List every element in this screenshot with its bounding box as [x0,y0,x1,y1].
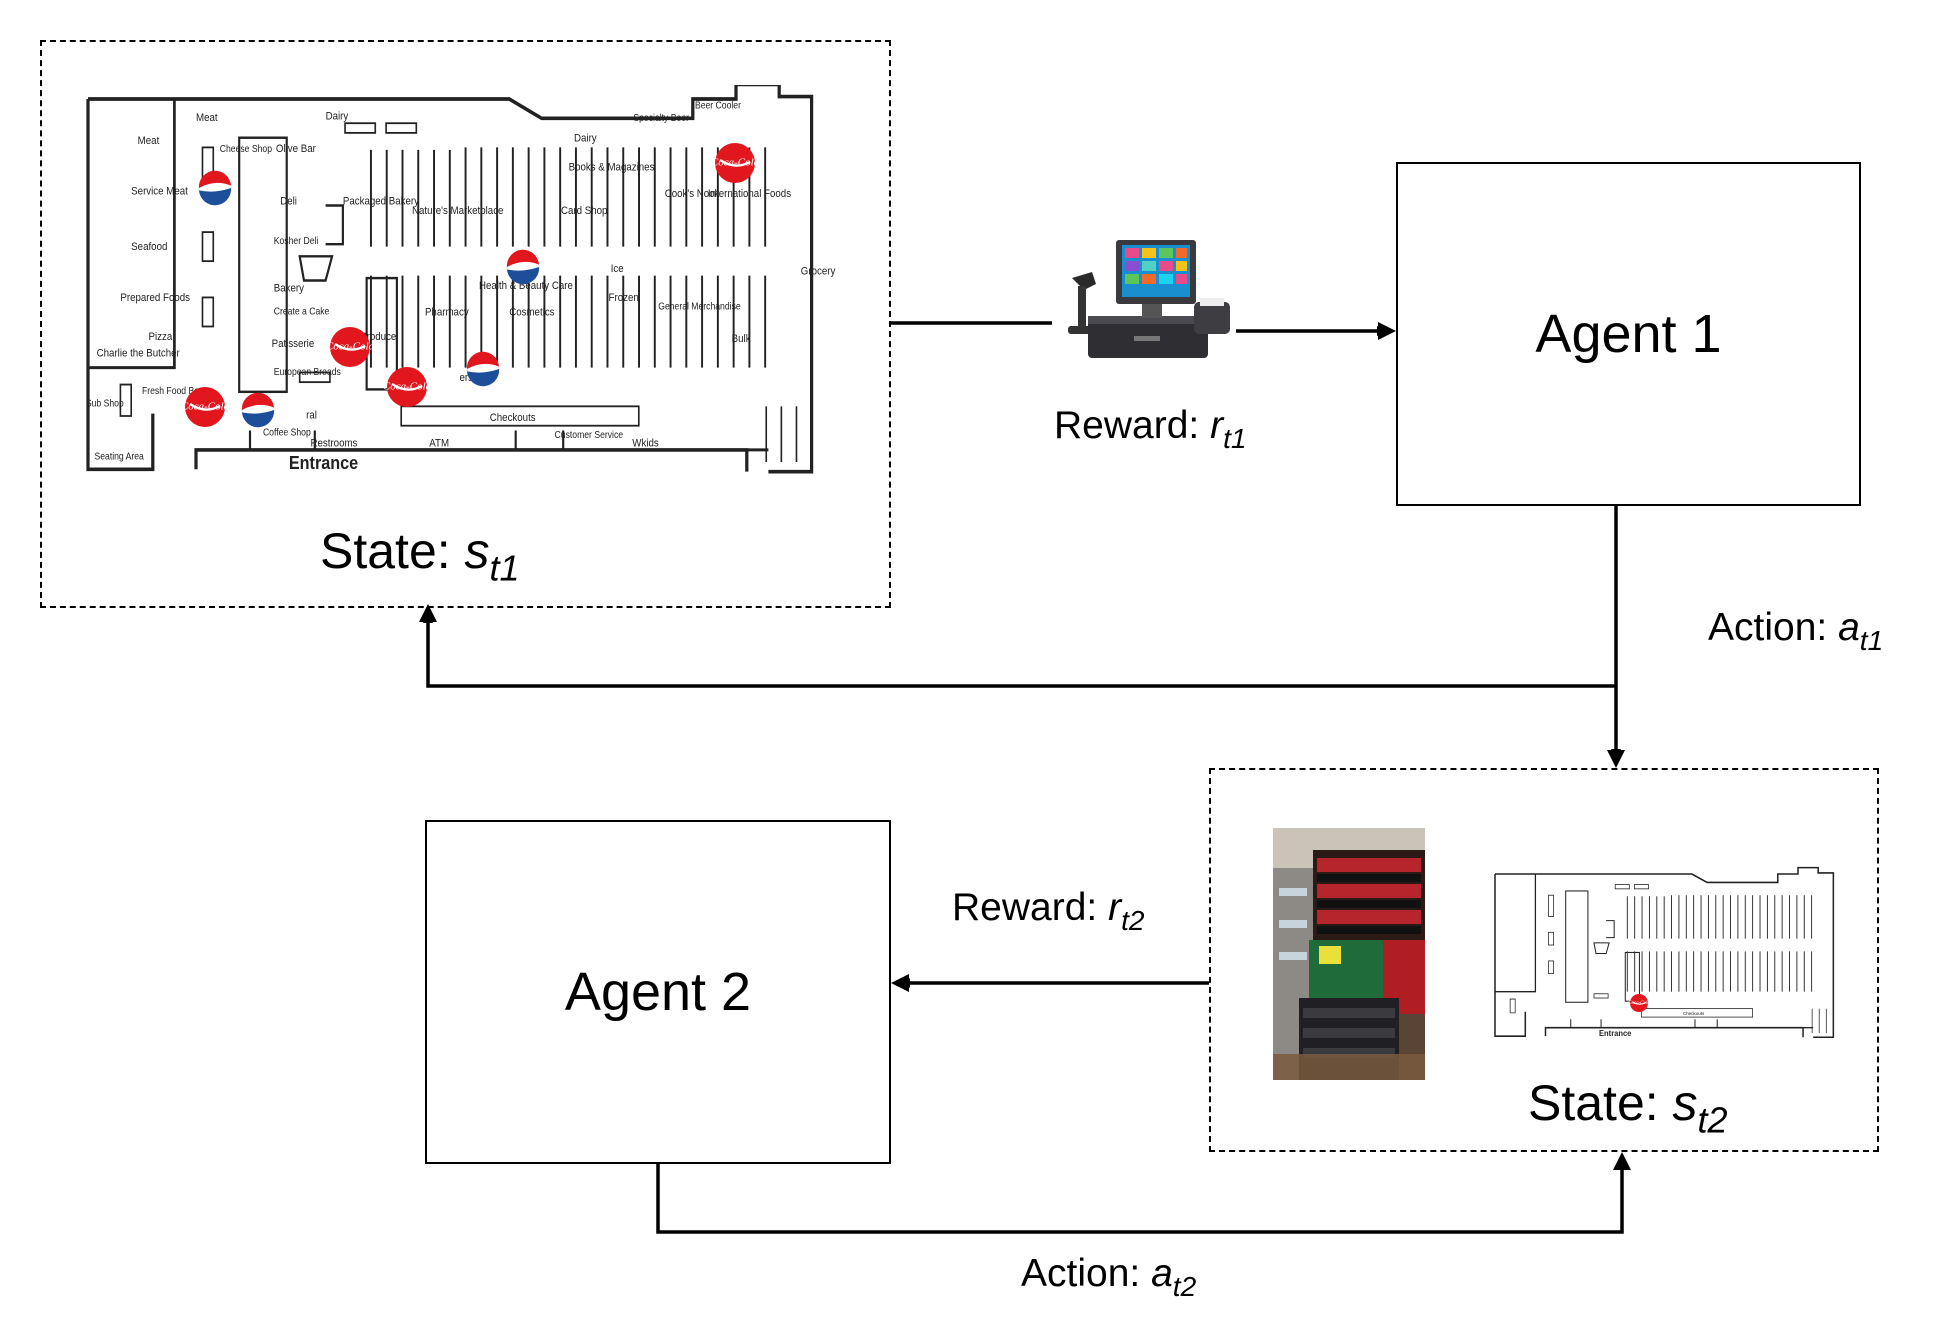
coke-logo: Coca-Cola [181,387,230,427]
map-label-kosher-deli: Kosher Deli [274,236,319,247]
svg-text:Coca-Cola: Coca-Cola [326,340,375,352]
map-label-packaged-bakery: Packaged Bakery [343,196,420,208]
coke-logo-small: Coca-Cola [1628,994,1650,1012]
map-label-meat-top: Meat [196,112,218,124]
map-label-olive-bar: Olive Bar [276,144,316,156]
state1-label: State: st1 [320,523,520,589]
agent2-box: Agent 2 [425,820,891,1164]
store-map-small: Entrance Checkouts Coca-Cola [1494,866,1835,1038]
map-label-coffee-shop: Coffee Shop [263,427,311,438]
store-shelf-photo [1273,828,1425,1080]
map-label-general-merch: General Merchandise [658,301,740,312]
map-checkouts-label: Checkouts [490,412,536,424]
arrow-action2-to-state2 [656,1159,1627,1234]
action2-label: Action: at2 [1021,1252,1197,1302]
pepsi-logo [241,392,275,428]
map-label-service-meat: Service Meat [131,186,188,198]
map-label-cooks-nook: Cook's Nook [665,189,721,201]
map-checkouts-label-small: Checkouts [1683,1011,1705,1016]
map-label-dairy-mid: Dairy [574,133,597,145]
map-label-flowers: ers [460,372,473,384]
map-label-meat-left: Meat [138,135,160,147]
state2-label: State: st2 [1528,1075,1728,1141]
state1-container [40,40,891,608]
map-label-patisserie: Patisserie [272,339,315,351]
coke-logo: Coca-Cola [326,327,375,367]
map-label-ice: Ice [611,264,624,276]
svg-text:Coca-Cola: Coca-Cola [181,400,230,412]
map-label-bakery: Bakery [274,283,305,295]
map-label-pizza: Pizza [148,331,172,343]
map-label-charlie: Charlie the Butcher [97,348,181,360]
svg-text:Coca-Cola: Coca-Cola [711,156,760,168]
pepsi-logo [506,249,540,285]
map-label-international: International Foods [708,189,791,201]
map-label-produce: Produce [360,331,396,343]
map-label-fresh-food-bar: Fresh Food Bar [142,386,202,397]
map-label-frozen: Frozen [609,293,639,305]
map-label-cheese-shop: Cheese Shop [220,144,272,155]
map-label-grocery: Grocery [801,266,836,278]
agent1-label: Agent 1 [1535,304,1722,364]
map-label-books: Books & Magazines [569,162,655,174]
map-label-natures-marketplace: Nature's Marketplace [412,206,504,218]
map-label-deli: Deli [280,196,297,208]
map-label-wkids: Wkids [632,438,658,450]
map-label-create-cake: Create a Cake [274,306,330,317]
cash-register-icon [1068,240,1230,358]
map-label-restrooms: Restrooms [310,438,357,450]
map-label-atm: ATM [429,438,449,450]
map-label-seafood: Seafood [131,242,167,254]
map-label-pharmacy: Pharmacy [425,307,470,319]
map-label-specialty-beer: Specialty Beer [633,112,689,123]
reward2-label: Reward: rt2 [952,886,1145,936]
map-label-sub-shop: Sub Shop [86,398,124,409]
map-label-european-breads: European Breads [274,366,342,377]
map-label-card-shop: Card Shop [561,206,608,218]
map-label-customer-service: Customer Service [555,429,624,440]
agent1-box: Agent 1 [1396,162,1861,506]
coke-logo: Coca-Cola [383,367,432,407]
map-label-seating-area: Seating Area [94,451,144,462]
coke-logo: Coca-Cola [711,143,760,183]
map-entrance-label-small: Entrance [1599,1029,1632,1038]
action1-label: Action: at1 [1708,606,1884,656]
map-label-cosmetics: Cosmetics [509,307,554,319]
pepsi-logo [466,351,500,387]
map-label-dairy-top: Dairy [326,111,349,123]
map-label-prepared-foods: Prepared Foods [120,293,190,305]
reward1-label: Reward: rt1 [1054,404,1247,454]
map-entrance-label: Entrance [289,452,358,473]
map-label-bulk: Bulk [732,334,752,346]
pepsi-logo [198,170,232,206]
map-label-health: Health & Beauty Care [479,281,573,293]
arrow-action1-to-state1 [423,613,1616,688]
map-label-floral: ral [306,410,317,422]
svg-text:Coca-Cola: Coca-Cola [383,380,432,392]
svg-text:Coca-Cola: Coca-Cola [1628,1001,1650,1006]
state2-container [1209,768,1879,1152]
map-label-beer-cooler: Beer Cooler [695,100,741,111]
agent2-label: Agent 2 [564,962,752,1022]
